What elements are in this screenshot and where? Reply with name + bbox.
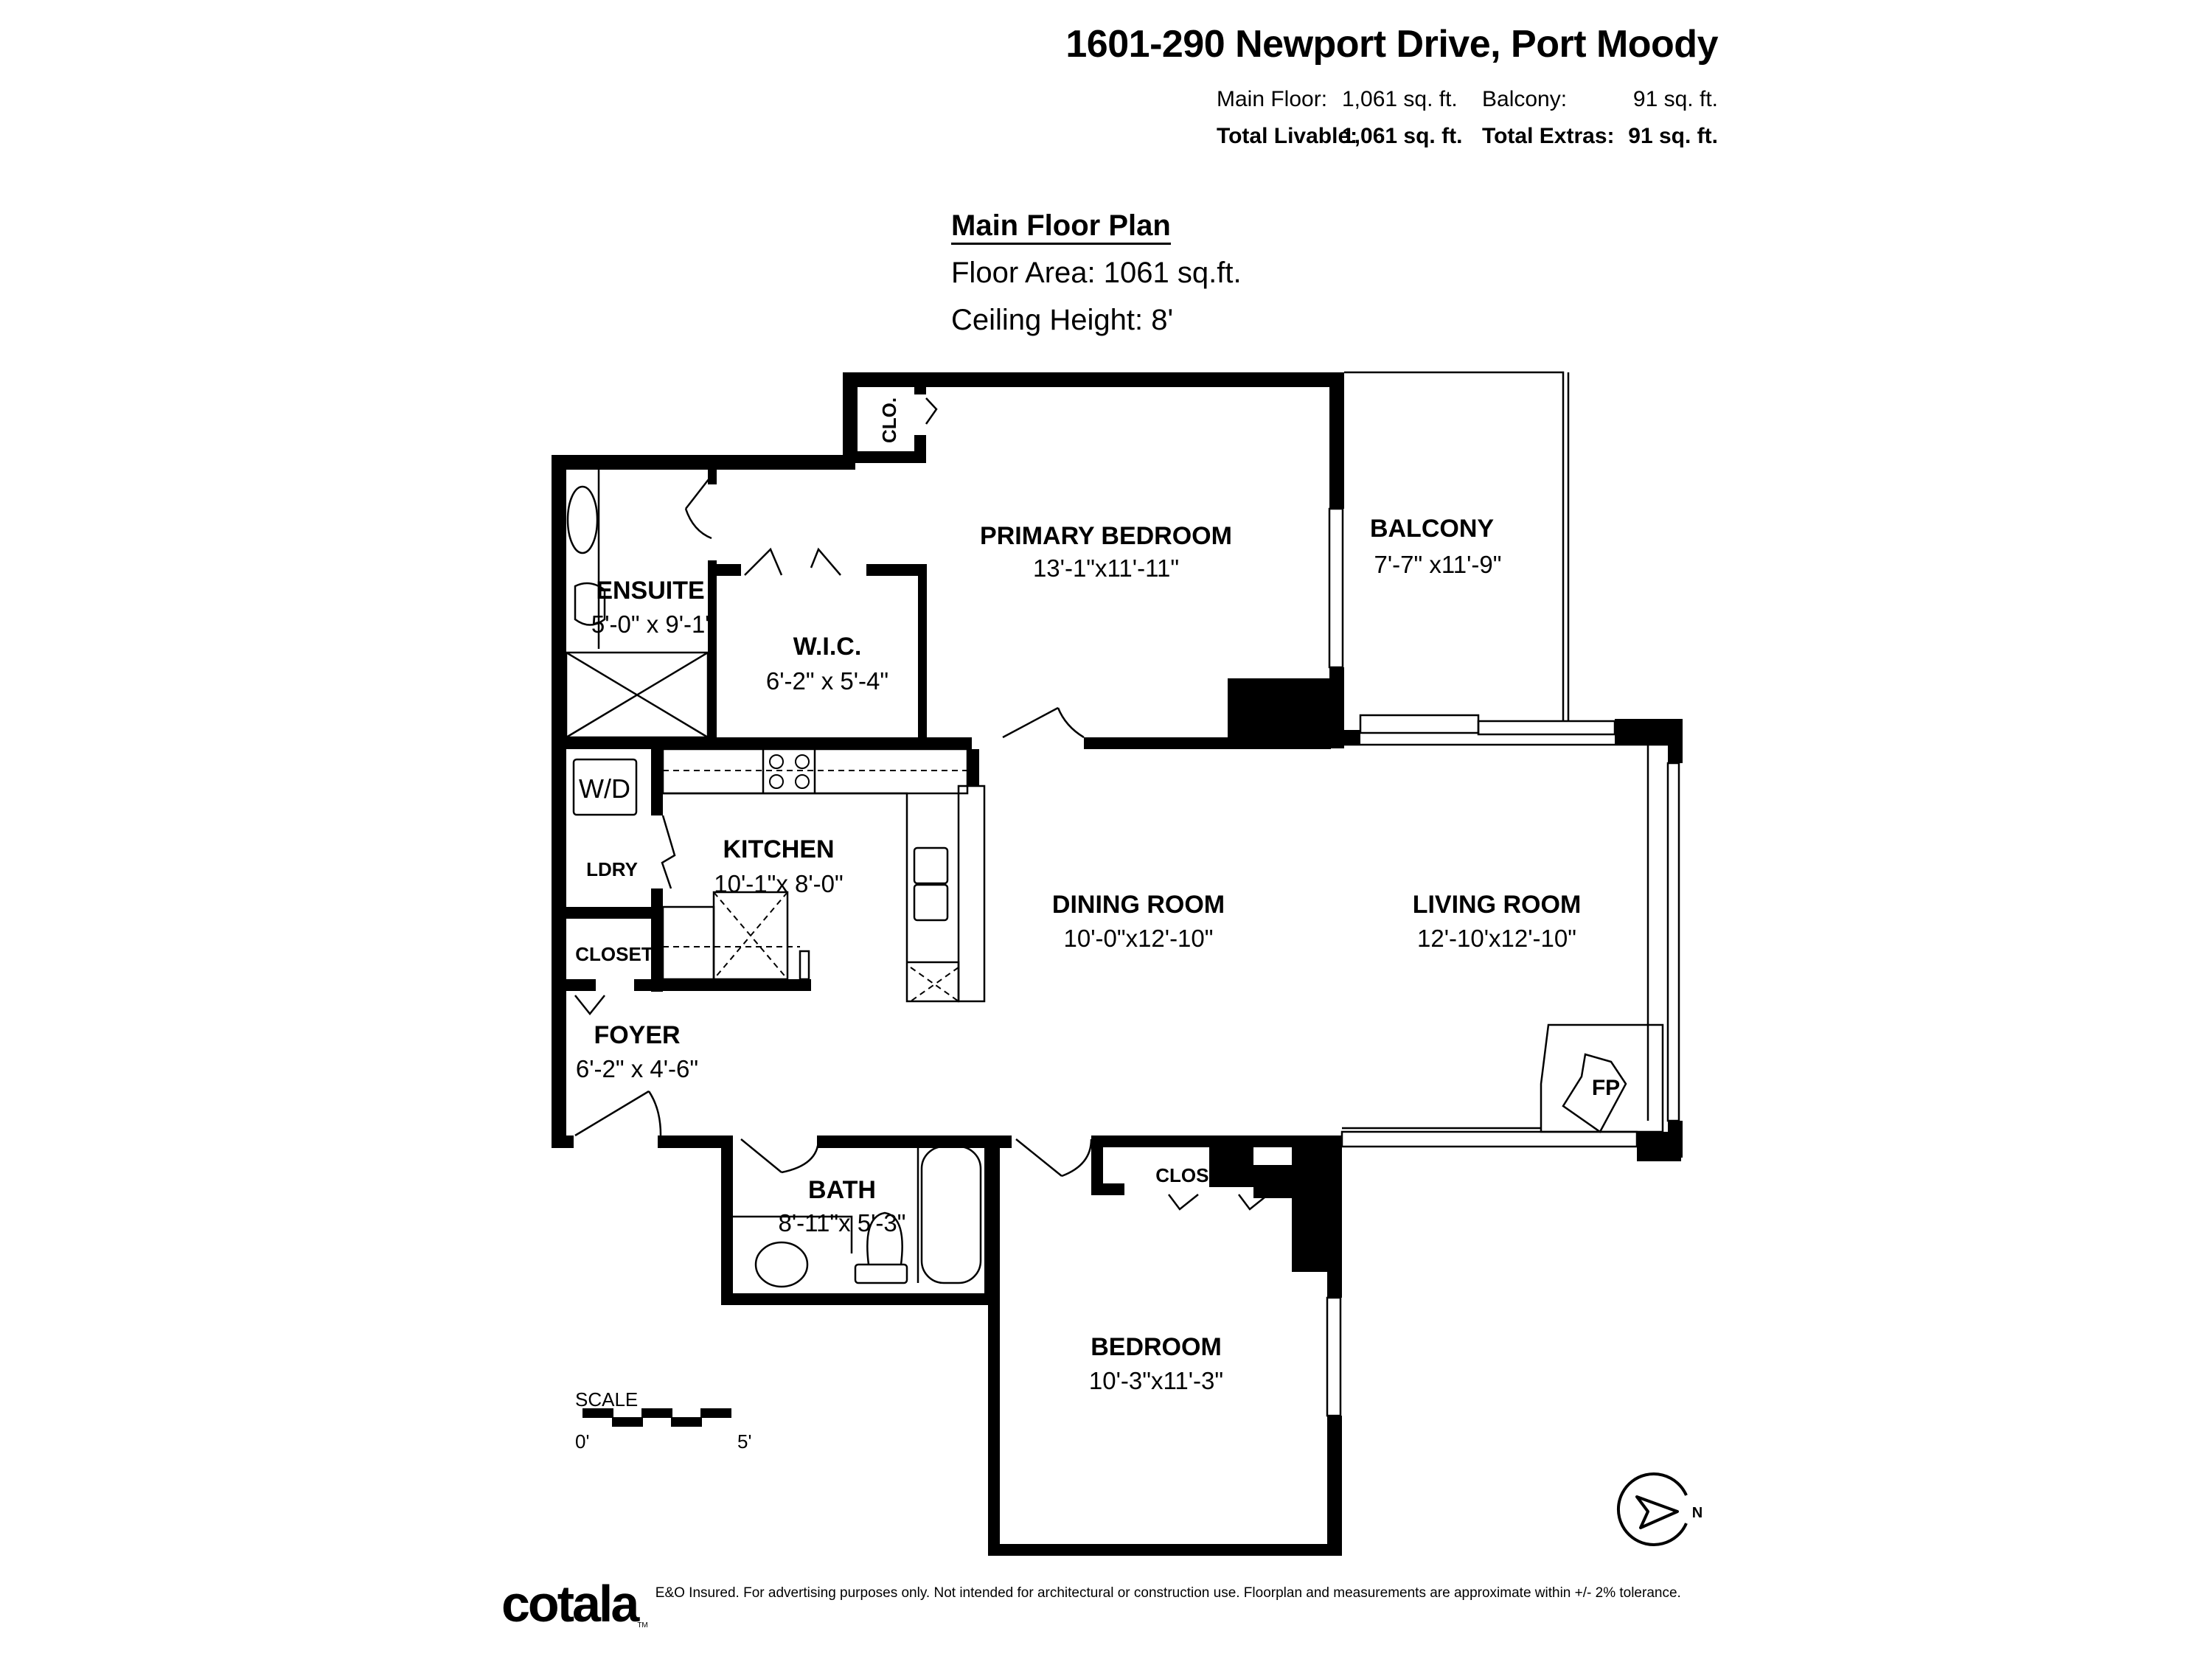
label-washer-dryer: W/D xyxy=(579,773,630,804)
room-living-name: LIVING ROOM xyxy=(1413,891,1582,919)
area-row-main: Main Floor: 1,061 sq. ft. Balcony: 91 sq… xyxy=(1202,81,1718,118)
room-ensuite-name: ENSUITE xyxy=(596,577,704,605)
room-dining-dims: 10'-0"x12'-10" xyxy=(1064,925,1214,952)
area-row-totals: Total Livable: 1,061 sq. ft. Total Extra… xyxy=(1202,118,1718,155)
room-foyer-name: FOYER xyxy=(594,1021,680,1049)
room-balcony-dims: 7'-7" x11'-9" xyxy=(1374,551,1502,578)
room-kitchen-name: KITCHEN xyxy=(723,835,834,863)
plan-title: Main Floor Plan xyxy=(951,209,1171,245)
label-clo: CLO. xyxy=(878,397,900,443)
scale-start: 0' xyxy=(575,1430,590,1453)
trademark: TM xyxy=(637,1621,648,1630)
compass-north-label: N xyxy=(1692,1505,1703,1521)
room-living-dims: 12'-10'x12'-10" xyxy=(1417,925,1576,952)
room-dining-name: DINING ROOM xyxy=(1052,891,1225,919)
footer: cotala TM E&O Insured. For advertising p… xyxy=(501,1578,1681,1630)
room-ensuite-dims: 5'-0" x 9'-1" xyxy=(591,611,714,638)
label-laundry: LDRY xyxy=(586,858,638,880)
room-wic-name: W.I.C. xyxy=(793,633,862,661)
total-livable-value: 1,061 sq. ft. xyxy=(1342,124,1463,148)
property-address: 1601-290 Newport Drive, Port Moody xyxy=(1065,23,1718,66)
label-fireplace: FP xyxy=(1592,1076,1620,1100)
room-kitchen-dims: 10'-1"x 8'-0" xyxy=(714,870,843,897)
room-wic-dims: 6'-2" x 5'-4" xyxy=(766,667,888,695)
main-floor-value: 1,061 sq. ft. xyxy=(1342,87,1458,111)
main-floor-label: Main Floor: xyxy=(1217,87,1328,111)
balcony-value: 91 sq. ft. xyxy=(1632,87,1718,111)
north-arrow-icon: N xyxy=(1616,1472,1703,1546)
room-primary-bedroom-name: PRIMARY BEDROOM xyxy=(980,522,1232,550)
cooktop-burners xyxy=(769,754,810,789)
room-bath-dims: 8'-11"x 5'-3" xyxy=(779,1209,906,1237)
room-foyer-dims: 6'-2" x 4'-6" xyxy=(576,1055,698,1082)
plan-info: Main Floor Plan Floor Area: 1061 sq.ft. … xyxy=(951,202,1242,344)
scale-title: SCALE xyxy=(575,1388,639,1411)
area-summary: Main Floor: 1,061 sq. ft. Balcony: 91 sq… xyxy=(1202,81,1718,155)
room-bedroom-dims: 10'-3"x11'-3" xyxy=(1089,1367,1223,1394)
dashed-lines xyxy=(663,770,967,1002)
interior-lines xyxy=(565,371,1680,1417)
label-closet-bedroom: CLOSET xyxy=(1155,1164,1234,1186)
room-bedroom-name: BEDROOM xyxy=(1091,1333,1222,1361)
scale-bar xyxy=(582,1408,731,1427)
exterior-walls xyxy=(552,372,1683,1556)
room-bath-name: BATH xyxy=(808,1176,876,1204)
total-extras-label: Total Extras: xyxy=(1482,124,1615,148)
scale-end: 5' xyxy=(737,1430,752,1453)
ceiling-height: Ceiling Height: 8' xyxy=(951,304,1174,336)
label-closet-foyer: CLOSET xyxy=(575,943,653,965)
room-balcony-name: BALCONY xyxy=(1370,515,1494,543)
cotala-logo: cotala xyxy=(501,1575,639,1632)
room-primary-bedroom-dims: 13'-1"x11'-11" xyxy=(1033,554,1179,582)
balcony-label: Balcony: xyxy=(1482,87,1568,111)
total-livable-label: Total Livable: xyxy=(1217,124,1358,148)
total-extras-value: 91 sq. ft. xyxy=(1628,124,1718,148)
disclaimer: E&O Insured. For advertising purposes on… xyxy=(655,1585,1681,1601)
floor-area: Floor Area: 1061 sq.ft. xyxy=(951,257,1242,289)
